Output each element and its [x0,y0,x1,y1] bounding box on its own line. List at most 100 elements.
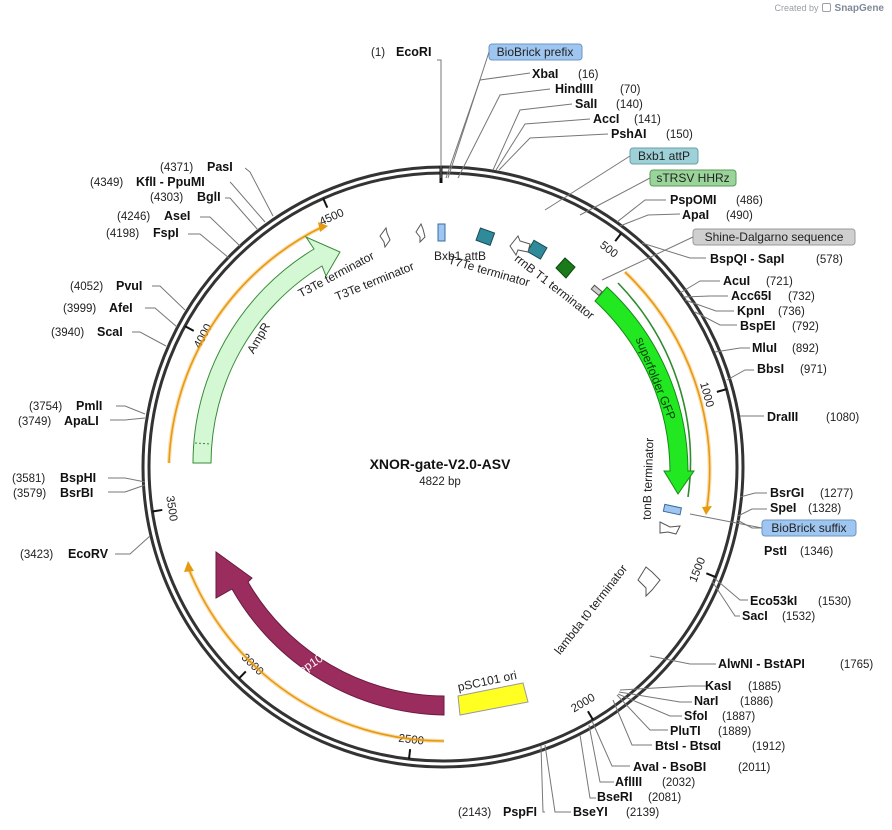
site-name: PluTI [670,724,701,738]
backbone-inner [147,171,739,763]
site-name: AflIII [615,775,642,789]
box-shine-dalgarno-text: Shine-Dalgarno sequence [705,230,844,244]
ruler-tick-label: 2000 [569,692,597,715]
ruler-tick [587,710,594,721]
label-lambda-t0-terminator: lambda t0 terminator [551,562,630,657]
site-pos: (141) [634,114,661,126]
site-pos: (1346) [800,546,833,558]
site-name: PspFI [503,805,537,819]
site-pos: (732) [788,291,815,303]
site-pos: (486) [736,195,763,207]
site-name: EcoRV [68,547,109,561]
site-name: PasI [207,160,233,174]
site-pos: (1) [371,47,385,59]
site-pos: (2139) [626,807,659,819]
site-pos: (2143) [458,807,491,819]
snapgene-logo-icon [822,3,832,12]
site-name: NarI [694,694,718,708]
site-leader-lines [108,59,767,813]
site-name: BsrBI [60,486,93,500]
site-name: ApaLI [64,414,99,428]
site-pos: (3581) [12,473,45,485]
feature-lambda-t0-terminator-arrow [637,566,661,598]
feature-t3te-terminator-arrow-2 [415,222,426,244]
site-name: AvaI - BsoBI [633,760,706,774]
orf-arc-rep-head [184,561,194,572]
box-link-prefix [447,51,490,179]
ruler-tick [184,325,195,332]
site-name: BseYI [573,805,608,819]
feature-superfolder-gfp [594,286,695,495]
site-pos: (16) [578,69,599,81]
site-pos: (3999) [63,303,96,315]
feature-t7te-terminator-arrow [509,235,531,257]
label-bxb1-attb: Bxb1 attB [434,249,486,263]
feature-shine-dalgarno-arrow [555,257,576,279]
site-labels-left: (4371) PasI (4349) KflI - PpuMI (4303) B… [12,160,537,819]
site-name: PvuI [116,279,142,293]
site-pos: (1328) [808,503,841,515]
feature-t3te-terminator-arrow-1 [379,226,391,249]
feature-arrows [192,235,695,716]
site-name: PstI [764,544,787,558]
site-name: BglI [197,190,221,204]
site-name: AccI [593,112,619,126]
site-name: KflI - PpuMI [136,175,205,189]
box-strsv-hhrz-text: sTRSV HHRz [656,171,729,185]
site-pos: (140) [616,99,643,111]
plasmid-length: 4822 bp [419,476,461,488]
site-pos: (4349) [90,177,123,189]
orf-arc-gfp-inner [617,282,692,498]
site-name: Eco53kI [750,594,797,608]
box-link-suffix [689,513,763,529]
ruler-tick-label: 500 [597,239,620,260]
box-biobrick-suffix-text: BioBrick suffix [771,521,846,535]
site-name: PmlI [76,399,102,413]
site-name: PspOMI [670,193,717,207]
site-pos: (150) [666,129,693,141]
site-pos: (1887) [722,711,755,723]
plasmid-title: XNOR-gate-V2.0-ASV [370,456,511,472]
ruler-tick [407,748,412,760]
orf-arc-rep-line [187,566,445,742]
site-pos: (792) [792,321,819,333]
site-pos: (4052) [70,281,103,293]
feature-rep101 [215,551,445,716]
site-pos: (3940) [51,327,84,339]
site-name: EcoRI [396,45,431,59]
site-pos: (2081) [648,792,681,804]
site-pos: (1277) [820,488,853,500]
orf-arc-gfp-head [702,506,712,515]
site-pos: (3754) [29,401,62,413]
ruler-tick-label: 3500 [163,495,179,522]
site-name: HindIII [555,82,593,96]
feature-bxb1-attp [475,227,496,246]
site-name: MluI [752,341,777,355]
ruler-tick [614,232,623,242]
site-pos: (736) [778,306,805,318]
site-name: BseRI [597,790,632,804]
site-pos: (2011) [738,762,771,774]
site-pos: (490) [726,210,753,222]
site-pos: (4371) [160,162,193,174]
orf-arc-amp-line [168,225,325,464]
small-features [379,222,683,598]
site-pos: (971) [800,364,827,376]
site-pos: (1765) [840,659,873,671]
label-tonb-terminator: tonB terminator [640,438,657,520]
feature-strsv-hhrz [526,239,548,260]
site-name: SpeI [770,501,796,515]
site-pos: (4303) [150,192,183,204]
site-name: BbsI [757,362,784,376]
site-name: SalI [575,97,597,111]
site-pos: (578) [816,254,843,266]
site-name: AfeI [109,301,133,315]
site-pos: (3749) [18,416,51,428]
site-name: AcuI [723,274,750,288]
orf-arcs [167,222,712,744]
site-pos: (1889) [718,726,751,738]
ruler-tick [238,670,247,680]
site-name: DraIII [767,410,798,424]
site-pos: (3423) [20,549,53,561]
